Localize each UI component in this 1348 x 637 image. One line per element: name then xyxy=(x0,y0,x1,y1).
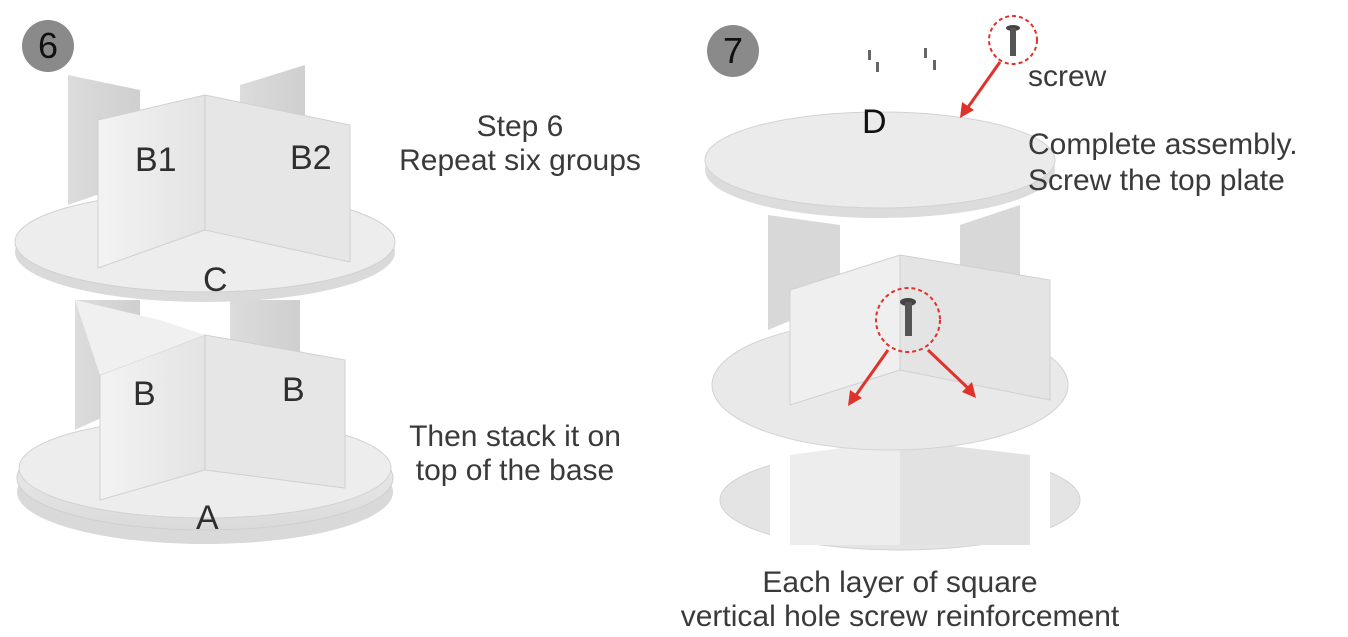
label-a: A xyxy=(196,499,219,537)
complete-instruction-line1: Complete assembly. xyxy=(1028,128,1298,161)
lower-cross-panels xyxy=(75,300,346,501)
middle-cross-panels xyxy=(768,205,1051,406)
label-c: C xyxy=(203,261,228,299)
step6-subtitle: Repeat six groups xyxy=(399,144,641,177)
label-d: D xyxy=(862,103,887,141)
label-b1: B1 xyxy=(135,141,177,179)
stack-instruction-line2: top of the base xyxy=(415,454,615,487)
bottom-layer xyxy=(719,440,1081,551)
middle-screw-callout xyxy=(848,287,976,406)
step6-title: Step 6 xyxy=(476,110,564,143)
upper-cross-panels xyxy=(68,65,351,269)
label-b-right: B xyxy=(282,371,305,409)
step6-badge: 6 xyxy=(22,20,74,72)
plate-d xyxy=(704,111,1056,218)
label-b-left: B xyxy=(133,375,156,413)
reinforce-instruction-line2: vertical hole screw reinforcement xyxy=(680,600,1120,633)
label-b2: B2 xyxy=(290,139,332,177)
small-screws-icon xyxy=(868,48,936,72)
stack-instruction-line1: Then stack it on xyxy=(409,420,621,453)
screw-label: screw xyxy=(1028,60,1107,93)
reinforce-instruction-line1: Each layer of square xyxy=(762,566,1038,599)
top-screw-callout xyxy=(960,15,1038,118)
complete-instruction-line2: Screw the top plate xyxy=(1028,164,1285,197)
step7-badge: 7 xyxy=(707,25,759,77)
